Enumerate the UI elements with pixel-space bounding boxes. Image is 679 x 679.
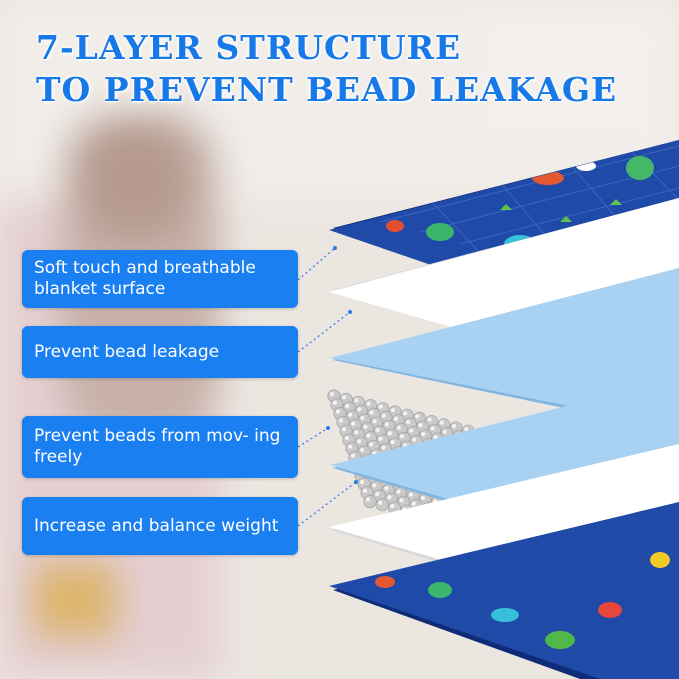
- feature-label-bead-movement: Prevent beads from mov- ing freely: [22, 416, 298, 478]
- bead-highlight: [375, 492, 380, 496]
- bead-highlight: [360, 480, 364, 484]
- dinosaur-icon: [532, 171, 564, 185]
- bead-highlight: [345, 404, 350, 408]
- dinosaur-icon: [375, 576, 395, 588]
- bead-highlight: [369, 410, 374, 415]
- feature-label-bead-leakage: Prevent bead leakage: [22, 326, 298, 378]
- dinosaur-icon: [650, 552, 670, 568]
- bead-highlight: [387, 431, 392, 436]
- bead-highlight: [433, 435, 438, 440]
- bead-highlight: [391, 408, 395, 412]
- bead-highlight: [396, 489, 401, 494]
- bead-highlight: [342, 395, 347, 400]
- bead-icon: [363, 495, 377, 509]
- bead-highlight: [372, 483, 377, 488]
- bead-highlight: [415, 414, 420, 419]
- bead-highlight: [336, 409, 340, 414]
- bead-highlight: [363, 424, 368, 429]
- bead-highlight: [348, 412, 353, 417]
- bead-highlight: [400, 434, 404, 439]
- bead-highlight: [360, 448, 365, 452]
- bead-highlight: [351, 453, 355, 458]
- bead-highlight: [381, 445, 386, 450]
- bead-highlight: [384, 486, 389, 491]
- bead-highlight: [372, 419, 377, 424]
- bead-highlight: [330, 392, 334, 396]
- bead-highlight: [399, 498, 404, 503]
- dinosaur-icon: [491, 608, 519, 622]
- bead-highlight: [381, 413, 386, 418]
- bead-highlight: [339, 418, 343, 423]
- bead-highlight: [403, 411, 408, 416]
- bead-highlight: [406, 420, 411, 424]
- bead-highlight: [378, 436, 383, 441]
- bead-highlight: [378, 404, 383, 409]
- bead-highlight: [464, 427, 469, 432]
- bead-highlight: [366, 433, 371, 438]
- bead-highlight: [363, 488, 367, 493]
- bead-highlight: [409, 428, 414, 433]
- bead-highlight: [390, 440, 395, 444]
- dinosaur-icon: [598, 602, 622, 618]
- bead-highlight: [390, 504, 395, 508]
- bead-highlight: [412, 437, 417, 442]
- connector-lines: [297, 247, 357, 527]
- title-line-1: 7-LAYER STRUCTURE: [36, 28, 462, 67]
- printed-bottom-layer: [329, 502, 679, 679]
- bead-highlight: [421, 496, 425, 500]
- bead-highlight: [360, 416, 365, 420]
- bead-highlight: [427, 417, 432, 422]
- light-blue-layer-upper: [330, 268, 679, 432]
- title-line-2: TO PREVENT BEAD LEAKAGE: [36, 70, 618, 109]
- bead-highlight: [357, 407, 362, 412]
- dinosaur-icon: [428, 582, 452, 598]
- bead-icon: [375, 498, 389, 512]
- bead-highlight: [357, 439, 362, 444]
- bead-highlight: [342, 427, 346, 432]
- bead-highlight: [397, 425, 401, 430]
- bead-highlight: [354, 398, 359, 403]
- bead-highlight: [375, 428, 380, 432]
- bead-highlight: [378, 500, 383, 505]
- bead-highlight: [387, 495, 392, 500]
- bead-highlight: [394, 416, 398, 421]
- dinosaur-icon: [626, 156, 654, 180]
- feature-label-weight: Increase and balance weight: [22, 497, 298, 555]
- feature-label-blanket-surface: Soft touch and breathable blanket surfac…: [22, 250, 298, 308]
- dinosaur-icon: [426, 223, 454, 241]
- bead-highlight: [439, 420, 444, 425]
- bead-highlight: [408, 492, 413, 497]
- bead-highlight: [418, 423, 423, 428]
- bead-highlight: [348, 444, 352, 449]
- bead-highlight: [351, 421, 356, 426]
- dinosaur-icon: [386, 220, 404, 232]
- bead-highlight: [452, 424, 456, 428]
- bead-highlight: [442, 429, 447, 434]
- bead-highlight: [345, 436, 349, 440]
- bead-highlight: [411, 501, 416, 506]
- bead-highlight: [384, 422, 389, 427]
- bead-highlight: [333, 400, 337, 405]
- bead-highlight: [421, 432, 426, 436]
- bead-highlight: [366, 497, 370, 502]
- bead-highlight: [430, 426, 435, 431]
- dinosaur-icon: [545, 631, 575, 649]
- bead-highlight: [354, 430, 359, 435]
- bead-highlight: [366, 401, 371, 406]
- bead-highlight: [369, 442, 374, 447]
